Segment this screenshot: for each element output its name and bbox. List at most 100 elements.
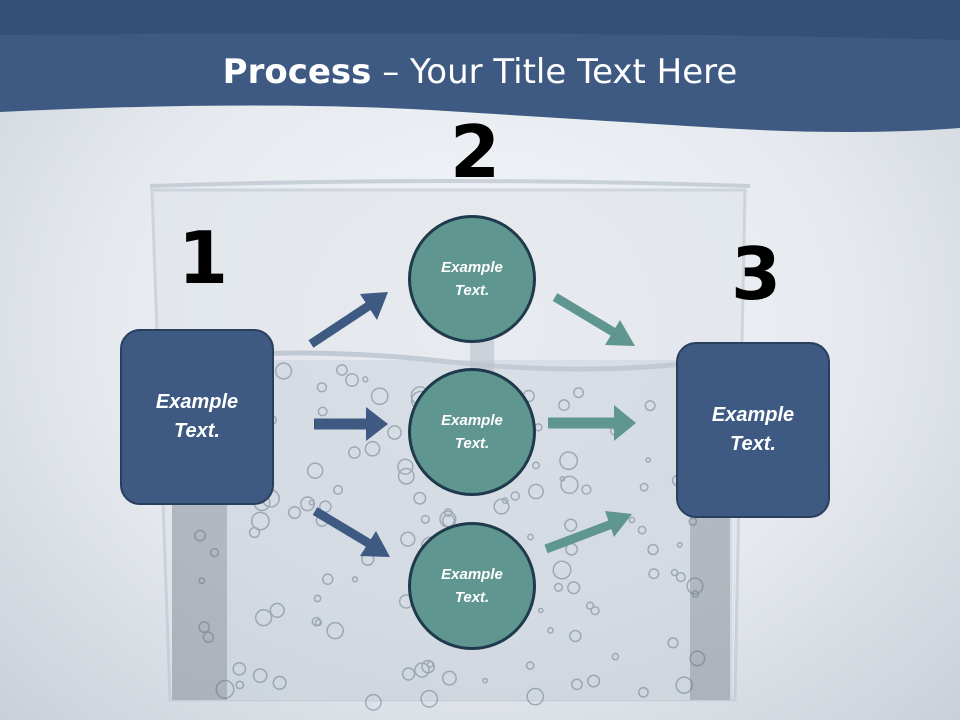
bubble [397, 458, 414, 475]
bubble [527, 533, 534, 541]
bubble [202, 631, 215, 644]
bubble [426, 660, 434, 668]
left-step-text: Example Text. [155, 391, 239, 442]
bubble [311, 616, 322, 627]
bubble [676, 541, 683, 548]
bubble [559, 475, 566, 482]
bubble [300, 496, 316, 512]
bubble [560, 475, 579, 495]
bubble [314, 618, 323, 627]
bubble [443, 508, 453, 517]
arrow-from-bottom [544, 511, 632, 554]
bubble [587, 674, 601, 688]
bubble [248, 526, 261, 539]
bubble [420, 514, 430, 524]
step-number-3: 3 [731, 232, 782, 316]
bubble [526, 687, 545, 706]
bubble [689, 650, 706, 667]
bubble [573, 387, 585, 399]
bubble [611, 652, 620, 661]
bubble [510, 491, 521, 501]
bubble [198, 577, 206, 585]
step-number-2: 2 [450, 110, 501, 194]
bubble [351, 576, 359, 583]
bubble [413, 491, 427, 505]
right-step-text: Example Text. [711, 404, 795, 455]
bubble [209, 547, 220, 558]
bubble [559, 451, 579, 471]
bubble [547, 627, 554, 634]
circle-middle-text: Example Text. [441, 412, 503, 452]
bubble [590, 605, 600, 616]
bubble [274, 362, 293, 380]
arrow-to-bottom [312, 507, 390, 557]
bubble [482, 677, 488, 684]
bubble [644, 400, 656, 412]
bubble [272, 675, 287, 690]
bubble [414, 662, 430, 678]
bubble [528, 483, 544, 500]
bubble [501, 497, 509, 505]
bubble [585, 601, 595, 610]
arrow-from-top [552, 293, 635, 346]
bubble [648, 568, 660, 580]
bubble [362, 376, 369, 383]
bubble [569, 629, 582, 643]
bubble [647, 543, 659, 556]
step-number-1: 1 [178, 216, 229, 300]
bubble [420, 689, 439, 708]
bubble [287, 505, 302, 520]
bubble [370, 387, 389, 406]
bubble [317, 406, 328, 417]
bubble [336, 364, 348, 376]
bubble [421, 659, 435, 674]
left-step-box: Example Text. [120, 329, 274, 505]
bubble [321, 573, 334, 585]
bubble [688, 517, 698, 526]
bubble [628, 516, 636, 524]
bubble [269, 602, 285, 619]
bubble [493, 498, 510, 515]
bubble [400, 531, 416, 547]
bubble [537, 607, 544, 614]
bubble [364, 440, 381, 457]
bubble [252, 668, 268, 684]
bubble [387, 425, 402, 440]
bubble [581, 484, 592, 495]
bubble [553, 582, 564, 592]
bubble [348, 446, 361, 459]
circle-top-text: Example Text. [441, 259, 503, 299]
slide-title: Process – Your Title Text Here [0, 52, 960, 92]
bubble [198, 621, 211, 634]
bubble [364, 693, 382, 711]
bubble [333, 484, 344, 495]
bubble [637, 525, 647, 535]
arrow-to-middle [314, 407, 388, 441]
title-separator: – [371, 52, 411, 92]
arrow-from-middle [548, 405, 636, 441]
bubble [397, 467, 415, 485]
circle-middle: Example Text. [408, 368, 536, 496]
bubble [345, 373, 359, 387]
title-bold: Process [222, 52, 372, 92]
bubble [645, 456, 652, 463]
bubble [552, 560, 572, 580]
bubble [308, 499, 315, 506]
bubble [675, 676, 693, 694]
bubble [675, 572, 686, 583]
bubble [567, 581, 581, 595]
bubble [306, 462, 324, 479]
bubble [215, 679, 235, 699]
bubble [316, 382, 328, 393]
bubble [639, 482, 649, 492]
bubble [686, 577, 704, 595]
bubble [691, 590, 700, 598]
bubble [564, 518, 578, 532]
circle-bottom-text: Example Text. [441, 566, 503, 606]
circle-top: Example Text. [408, 215, 536, 343]
bubble [194, 529, 207, 542]
right-step-box: Example Text. [676, 342, 830, 518]
bubble [232, 661, 247, 676]
bubble [235, 680, 245, 690]
